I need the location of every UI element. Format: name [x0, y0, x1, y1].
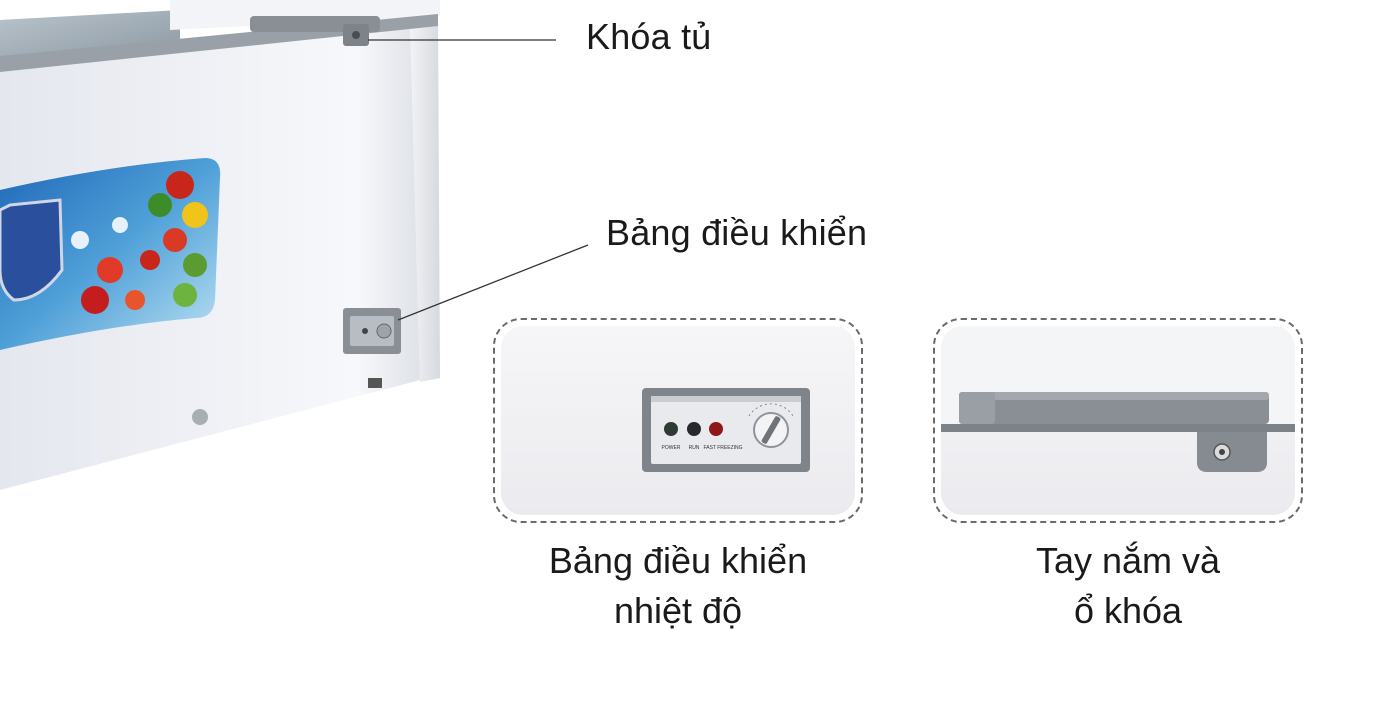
lock-icon	[1197, 432, 1267, 472]
caption-line: Tay nắm và	[1035, 540, 1221, 581]
control-panel-label: Bảng điều khiển	[606, 212, 868, 253]
power-light-icon	[664, 422, 678, 436]
control-panel-closeup: POWER RUN FAST FREEZING	[642, 388, 810, 472]
caption-line: Bảng điều khiển	[548, 540, 808, 581]
fast-freezing-label: FAST FREEZING	[703, 445, 742, 451]
handle-lock-closeup	[941, 326, 1295, 472]
run-label: RUN	[689, 445, 700, 451]
caption-line: nhiệt độ	[613, 590, 743, 631]
freezer-image	[0, 0, 440, 490]
run-light-icon	[687, 422, 701, 436]
power-label: POWER	[662, 445, 681, 451]
thermostat-dial-icon	[748, 403, 794, 448]
handle-lock-caption: Tay nắm và ổ khóa	[943, 536, 1313, 636]
panel-leader-line	[397, 244, 589, 321]
control-panel-detail-card: POWER RUN FAST FREEZING	[493, 318, 863, 523]
control-panel-caption: Bảng điều khiển nhiệt độ	[493, 536, 863, 636]
caption-line: ổ khóa	[1073, 590, 1183, 631]
fast-freezing-light-icon	[709, 422, 723, 436]
lock-label: Khóa tủ	[586, 16, 712, 57]
handle-lock-detail-card	[933, 318, 1303, 523]
